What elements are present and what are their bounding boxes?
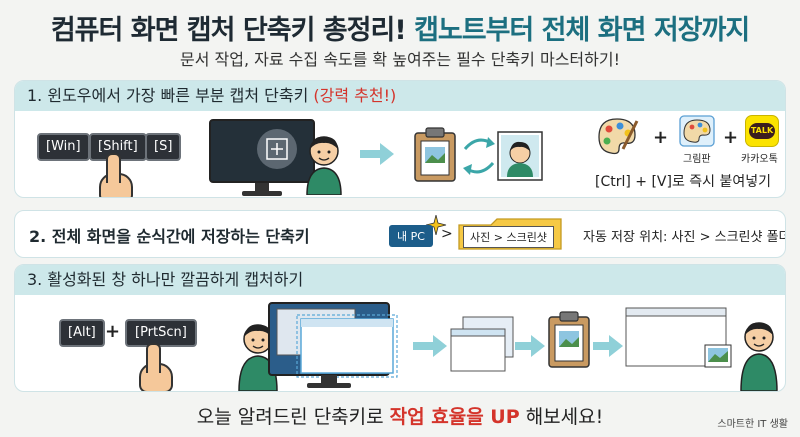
section1-heading-text: 1. 윈도우에서 가장 빠른 부분 캡처 단축키: [27, 86, 309, 105]
paint-palette-icon: [598, 118, 639, 155]
character-icon: [740, 322, 778, 391]
section3-heading: 3. 활성화된 창 하나만 깔끔하게 캡처하기: [15, 265, 785, 295]
character-icon: [306, 136, 342, 195]
title-main: 컴퓨터 화면 캡처 단축키 총정리!: [50, 15, 407, 46]
character-icon: [238, 324, 278, 391]
paint-app-label: 그림판: [683, 154, 711, 165]
paste-instruction: [Ctrl] + [V]로 즉시 붙여넣기: [595, 174, 772, 190]
footer-message-end: 해보세요!: [525, 406, 604, 428]
captured-window-icon: [450, 316, 514, 372]
plus-sign: +: [653, 127, 669, 148]
kakaotalk-label: 카카오톡: [741, 154, 778, 165]
section3-heading-text: 3. 활성화된 창 하나만 깔끔하게 캡처하기: [27, 270, 304, 289]
footer-message-highlight: 작업 효율을 UP: [389, 406, 520, 428]
kakaotalk-icon: TALK: [745, 115, 779, 147]
sparkle-icon: [425, 215, 447, 235]
paint-app-icon: [679, 115, 715, 147]
arrow-right-icon: [593, 335, 623, 357]
swap-arrows-icon: [463, 137, 495, 175]
footer-message-start: 오늘 알려드린 단축키로: [196, 406, 384, 428]
footer-message: 오늘 알려드린 단축키로 작업 효율을 UP 해보세요!: [0, 402, 800, 429]
plus-sign: +: [105, 321, 121, 342]
captured-image-icon: [497, 131, 543, 181]
path-separator: >: [441, 226, 453, 242]
page-title: 컴퓨터 화면 캡처 단축키 총정리! 캡노트부터 전체 화면 저장까지: [0, 8, 800, 47]
key-s: [S]: [145, 133, 182, 161]
plus-sign: +: [723, 127, 739, 148]
section-window-capture: 3. 활성화된 창 하나만 깔끔하게 캡처하기 [Alt] + [PrtScn]: [14, 264, 786, 392]
arrow-right-icon: [360, 143, 394, 165]
section-partial-capture: 1. 윈도우에서 가장 빠른 부분 캡처 단축키 (강력 추천!) [Win] …: [14, 80, 786, 198]
monitor-active-window-icon: [268, 302, 398, 388]
my-pc-badge: 내 PC: [389, 225, 433, 247]
document-window-icon: [625, 307, 732, 368]
section1-heading: 1. 윈도우에서 가장 빠른 부분 캡처 단축키 (강력 추천!): [15, 81, 785, 111]
title-accent: 캡노트부터 전체 화면 저장까지: [414, 15, 750, 46]
kakaotalk-icon-text: TALK: [749, 123, 775, 139]
monitor-crosshair-icon: [209, 119, 315, 196]
section-fullscreen-capture: 2. 전체 화면을 순식간에 저장하는 단축키 내 PC > 사진 > 스크린샷…: [14, 210, 786, 258]
screenshot-path: 사진 > 스크린샷: [463, 226, 554, 248]
section2-heading: 2. 전체 화면을 순식간에 저장하는 단축키: [29, 227, 310, 246]
save-location: 자동 저장 위치: 사진 > 스크린샷 폴더: [583, 230, 786, 245]
clipboard-icon: [414, 127, 456, 182]
arrow-right-icon: [413, 335, 447, 357]
hand-pointer-icon: [139, 343, 173, 391]
clipboard-icon: [548, 311, 590, 368]
hand-pointer-icon: [99, 153, 133, 197]
page-subtitle: 문서 작업, 자료 수집 속도를 확 높여주는 필수 단축키 마스터하기!: [180, 50, 620, 69]
key-alt: [Alt]: [59, 319, 105, 347]
credit-label: 스마트한 IT 생활: [717, 419, 788, 430]
arrow-right-icon: [515, 335, 545, 357]
key-prtscn: [PrtScn]: [125, 319, 197, 347]
key-win: [Win]: [37, 133, 90, 161]
section1-heading-highlight: (강력 추천!): [313, 86, 397, 105]
